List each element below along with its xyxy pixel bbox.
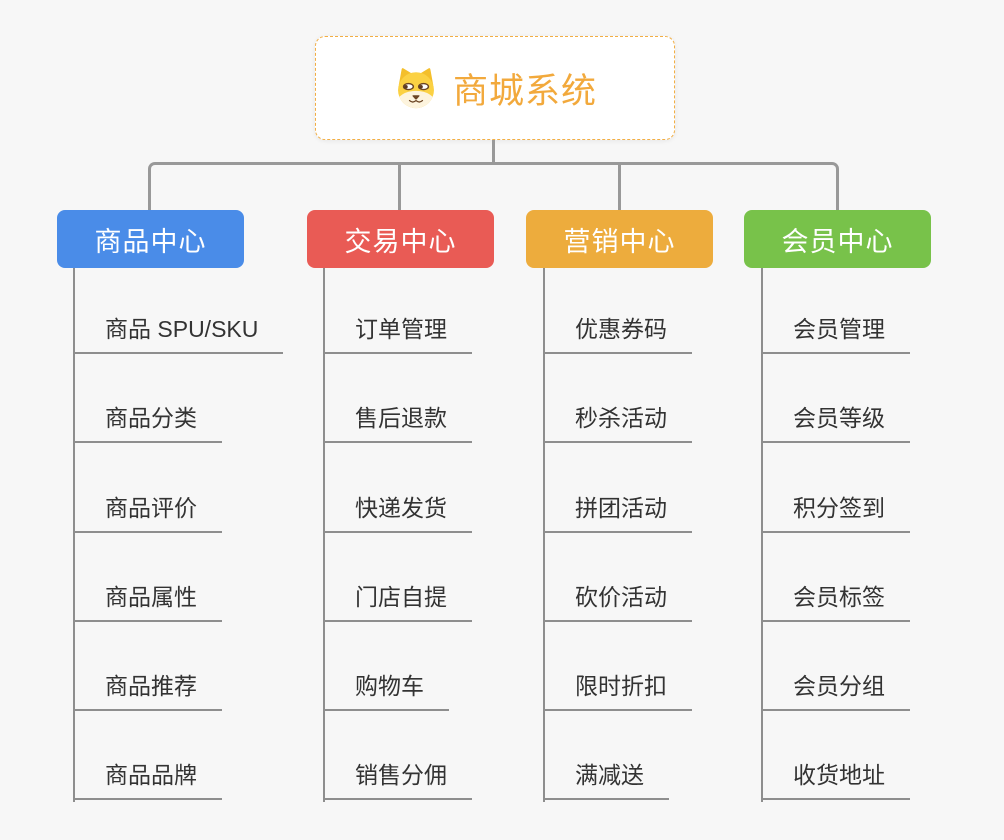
leaf-node[interactable]: 销售分佣 xyxy=(323,761,472,800)
dog-face-icon xyxy=(398,68,434,109)
branch-node-marketing[interactable]: 营销中心 xyxy=(526,210,713,268)
connector-drop-branch3 xyxy=(618,164,621,210)
leaf-node[interactable]: 售后退款 xyxy=(323,404,472,443)
branch-node-product[interactable]: 商品中心 xyxy=(57,210,244,268)
leaf-node[interactable]: 砍价活动 xyxy=(543,583,692,622)
leaf-node[interactable]: 快递发货 xyxy=(323,494,472,533)
leaf-node[interactable]: 商品分类 xyxy=(73,404,222,443)
branch-node-trade[interactable]: 交易中心 xyxy=(307,210,494,268)
connector-root-stub xyxy=(492,140,495,164)
branch-node-member[interactable]: 会员中心 xyxy=(744,210,931,268)
leaf-node[interactable]: 优惠券码 xyxy=(543,315,692,354)
spine-branch-product xyxy=(73,268,75,802)
spine-branch-marketing xyxy=(543,268,545,802)
leaf-node[interactable]: 购物车 xyxy=(323,672,449,711)
leaf-node[interactable]: 拼团活动 xyxy=(543,494,692,533)
leaf-node[interactable]: 门店自提 xyxy=(323,583,472,622)
leaf-node[interactable]: 会员管理 xyxy=(761,315,910,354)
leaf-node[interactable]: 收货地址 xyxy=(761,761,910,800)
leaf-node[interactable]: 商品属性 xyxy=(73,583,222,622)
root-label: 商城系统 xyxy=(452,71,597,111)
root-node[interactable]: 商城系统 xyxy=(315,36,675,140)
leaf-node[interactable]: 商品推荐 xyxy=(73,672,222,711)
leaf-node[interactable]: 会员等级 xyxy=(761,404,910,443)
leaf-node[interactable]: 满减送 xyxy=(543,761,669,800)
spine-branch-trade xyxy=(323,268,325,802)
leaf-node[interactable]: 会员分组 xyxy=(761,672,910,711)
leaf-node[interactable]: 商品 SPU/SKU xyxy=(73,315,284,354)
leaf-node[interactable]: 限时折扣 xyxy=(543,672,692,711)
leaf-node[interactable]: 商品评价 xyxy=(73,494,222,533)
spine-branch-member xyxy=(761,268,763,802)
leaf-node[interactable]: 订单管理 xyxy=(323,315,472,354)
connector-elbow xyxy=(148,162,839,210)
connector-drop-branch2 xyxy=(398,164,401,210)
leaf-node[interactable]: 积分签到 xyxy=(761,494,910,533)
leaf-node[interactable]: 秒杀活动 xyxy=(543,404,692,443)
leaf-node[interactable]: 会员标签 xyxy=(761,583,910,622)
leaf-node[interactable]: 商品品牌 xyxy=(73,761,222,800)
